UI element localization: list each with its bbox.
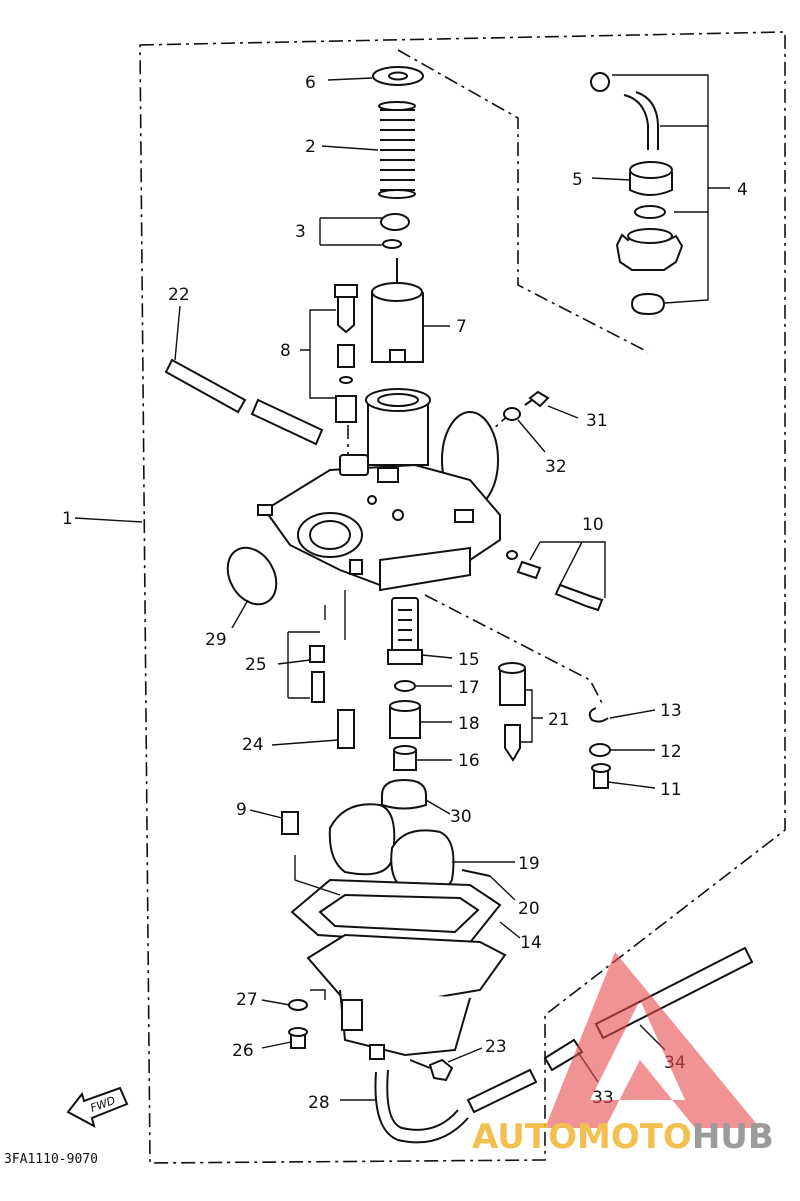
pilot-jet-part-24: [337, 709, 355, 749]
callout-8: 8: [280, 341, 291, 361]
callout-14: 14: [520, 933, 542, 953]
callout-27: 27: [236, 990, 258, 1010]
float-part-19: [328, 803, 455, 893]
callout-7: 7: [456, 317, 467, 337]
callout-29: 29: [205, 630, 227, 650]
callout-23: 23: [485, 1037, 507, 1057]
guide-line-screw-13: [424, 594, 604, 706]
watermark-triangle-icon: [545, 952, 760, 1128]
needle-jet-part-15: [387, 597, 423, 665]
screw-part-26: [288, 1027, 308, 1049]
callout-31: 31: [586, 411, 608, 431]
callout-11: 11: [660, 780, 682, 800]
washer-part-32: [503, 407, 521, 421]
bolt-part-9: [281, 811, 299, 835]
needle-valve-part-21: [498, 662, 526, 762]
callout-25: 25: [245, 655, 267, 675]
guide-line-top-cap: [397, 49, 649, 353]
main-jet-part-16: [393, 745, 417, 771]
float-pin-part-20: [461, 869, 491, 877]
pilot-screw-part-8: [334, 284, 358, 423]
screw-part-11: [591, 763, 611, 789]
callout-21: 21: [548, 710, 570, 730]
watermark-auto: AUTO: [472, 1117, 577, 1157]
washer-part-6: [372, 66, 424, 86]
jet-holder-part-18: [389, 700, 421, 739]
carb-cap-part-4: [590, 72, 684, 316]
starter-part-25: [287, 631, 325, 703]
clip-part-13: [588, 707, 609, 723]
callout-5: 5: [572, 170, 583, 190]
callout-15: 15: [458, 650, 480, 670]
baffle-part-30: [381, 778, 427, 810]
cap-rubber-part-5: [629, 161, 673, 196]
watermark-text: AUTOMOTOHUB: [472, 1117, 774, 1157]
callout-22: 22: [168, 285, 190, 305]
callout-1: 1: [62, 509, 73, 529]
watermark-logo: AUTOMOTOHUB: [472, 952, 774, 1157]
float-chamber: [306, 933, 507, 1060]
callout-28: 28: [308, 1093, 330, 1113]
drain-screw-part-23: [409, 1058, 454, 1082]
washer-part-12: [589, 743, 611, 757]
carburetor-body: [257, 388, 501, 592]
fwd-arrow-icon: FWD: [66, 1086, 129, 1128]
callout-17: 17: [458, 678, 480, 698]
callout-4: 4: [737, 180, 748, 200]
callout-9: 9: [236, 800, 247, 820]
callout-16: 16: [458, 751, 480, 771]
screw-part-31: [524, 390, 550, 408]
throttle-stop-screw-part-10: [506, 550, 604, 612]
gasket-part-14: [290, 878, 502, 947]
callout-13: 13: [660, 701, 682, 721]
callout-6: 6: [305, 73, 316, 93]
callout-10: 10: [582, 515, 604, 535]
callout-2: 2: [305, 137, 316, 157]
callout-30: 30: [450, 807, 472, 827]
throttle-valve-part-7: [371, 282, 424, 363]
watermark-hub: HUB: [692, 1117, 774, 1157]
callout-24: 24: [242, 735, 264, 755]
drain-hose-part-28: [374, 1068, 538, 1144]
leader-lines: [74, 74, 730, 1101]
needle-retainer-part-3: [380, 213, 410, 292]
vent-tube-part-22: [164, 358, 324, 446]
callout-26: 26: [232, 1041, 254, 1061]
callout-12: 12: [660, 742, 682, 762]
o-ring-part-17: [394, 680, 416, 692]
callout-32: 32: [545, 457, 567, 477]
spring-part-2: [378, 101, 416, 199]
drawing-code: 3FA1110-9070: [4, 1152, 98, 1167]
o-ring-part-29: [226, 546, 278, 606]
callout-19: 19: [518, 854, 540, 874]
callout-3: 3: [295, 222, 306, 242]
callout-18: 18: [458, 714, 480, 734]
callout-20: 20: [518, 899, 540, 919]
watermark-moto: MOTO: [577, 1117, 692, 1157]
washer-part-27: [288, 999, 308, 1011]
